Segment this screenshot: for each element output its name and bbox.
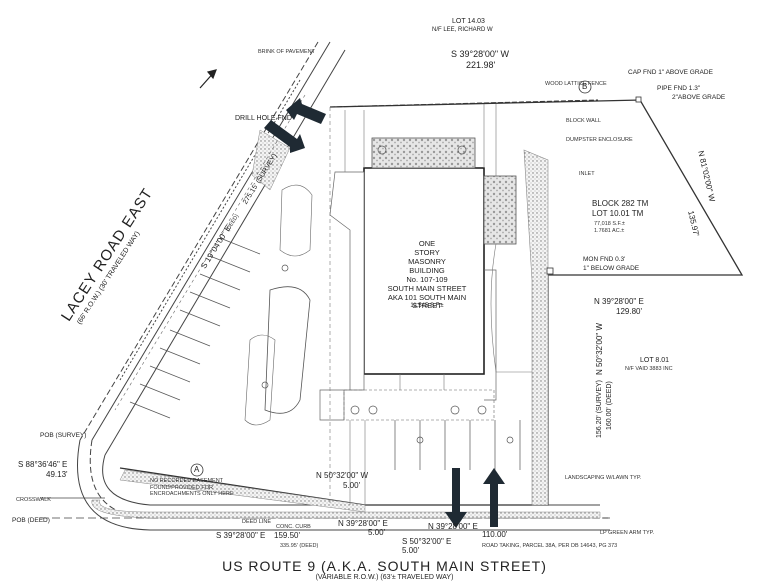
mon-label: MON FND 0.3' — [583, 256, 626, 263]
building-label-8: 11,545 S.F.± — [410, 303, 444, 309]
mon2-label: 1" BELOW GRADE — [583, 265, 640, 272]
dumpster-label: DUMPSTER ENCLOSURE — [566, 137, 633, 143]
area-sf: 77,018 S.F.± — [594, 221, 625, 227]
corner-curb — [102, 454, 600, 506]
conc-curb-label: CONC. CURB — [276, 524, 311, 530]
building-label-4: BUILDING — [409, 266, 445, 275]
road-taking-label: ROAD TAKING, PARCEL 38A, PER DB 14643, P… — [482, 543, 618, 549]
marker-b-label: B — [582, 82, 588, 91]
pob-deed: POB (DEED) — [12, 517, 50, 524]
bearing-mid-dist: 129.80' — [616, 307, 642, 316]
cap-label: CAP FND 1" ABOVE GRADE — [628, 69, 713, 76]
crosswalk-label: CROSSWALK — [16, 497, 51, 503]
bearing-n5032-dist: 5.00' — [343, 481, 361, 490]
building-label-6: SOUTH MAIN STREET — [387, 284, 467, 293]
bearing-top: S 39°28'00" W — [451, 49, 510, 59]
marker-a-label: A — [194, 465, 200, 474]
bearing-n3928a-dist: 5.00' — [368, 528, 386, 537]
bearing-mid: N 39°28'00" E — [594, 297, 644, 306]
bearing-pob-dist: 49.13' — [46, 470, 68, 479]
marker-a — [190, 463, 204, 477]
bearing-n3928a: N 39°28'00" E — [338, 519, 388, 528]
block-wall-label: BLOCK WALL — [566, 118, 601, 124]
bearing-n5032: N 50°32'00" W — [316, 471, 369, 480]
traffic-arrows — [264, 98, 505, 528]
pipe-label: PIPE FND 1.3" — [657, 85, 701, 92]
building-label-3: MASONRY — [408, 257, 446, 266]
bearing-east2-deed: 160.00' (DEED) — [606, 381, 613, 430]
north-arrow-icon — [199, 69, 217, 89]
route-title: US ROUTE 9 (A.K.A. SOUTH MAIN STREET) — [222, 558, 547, 574]
bearing-top-dist: 221.98' — [466, 60, 496, 70]
no-record-note: NO RECORDED EASEMENT FOUND/PROVIDED FOR … — [150, 478, 234, 498]
building-footprint — [363, 167, 485, 375]
right-owner-label: N/F VAID 3883 INC — [625, 366, 673, 372]
wood-fence-label: WOOD LATTICE FENCE — [545, 81, 607, 87]
building-label-7: AKA 101 SOUTH MAIN STREET — [387, 293, 467, 311]
area-ac: 1.7681 AC.± — [594, 228, 625, 234]
right-lot-label: LOT 8.01 — [640, 357, 670, 364]
block-label: BLOCK 282 TM — [592, 199, 649, 208]
building-label-2: STORY — [414, 248, 440, 257]
bearing-s3928: S 39°28'00" E — [216, 531, 266, 540]
top-lot-label: LOT 14.03 — [452, 18, 485, 25]
building-label-5: No. 107-109 — [406, 275, 448, 284]
bearing-pob: S 88°36'46" E — [18, 460, 68, 469]
bearing-s3928-dist: 159.50' — [274, 531, 300, 540]
route-subtitle: (VARIABLE R.O.W.) (63'± TRAVELED WAY) — [315, 574, 454, 581]
bearing-n3928b-dist: 110.00' — [482, 530, 508, 539]
deed-line-label: DEED LINE — [242, 519, 272, 525]
landscape-label: LANDSCAPING W/LAWN TYP. — [565, 475, 642, 481]
inlet-label: INLET — [579, 171, 595, 177]
bearing-s5032: S 50°32'00" E — [402, 537, 452, 546]
top-owner-label: N/F LEE, RICHARD W — [432, 27, 493, 33]
parking-stalls — [129, 237, 521, 470]
bearing-n3928b: N 39°28'00" E — [428, 522, 478, 531]
building-label-1: ONE — [418, 239, 436, 248]
lot-label: LOT 10.01 TM — [592, 209, 644, 218]
bearing-east2: N 50°32'00" W — [595, 322, 604, 375]
lp-label: LP GREEN ARM TYP. — [600, 530, 655, 536]
drill-hole-label: DRILL HOLE FND — [235, 115, 292, 122]
brink-label: BRINK OF PAVEMENT — [258, 49, 315, 55]
pob-survey: POB (SURVEY) — [40, 432, 87, 439]
pipe2-label: 2"ABOVE GRADE — [672, 94, 726, 101]
marker-b — [578, 80, 592, 94]
deed-dist: 335.95' (DEED) — [280, 543, 319, 549]
bearing-s5032-dist: 5.00' — [402, 546, 420, 555]
bearing-east2-dist: 156.20' (SURVEY) — [596, 379, 603, 438]
